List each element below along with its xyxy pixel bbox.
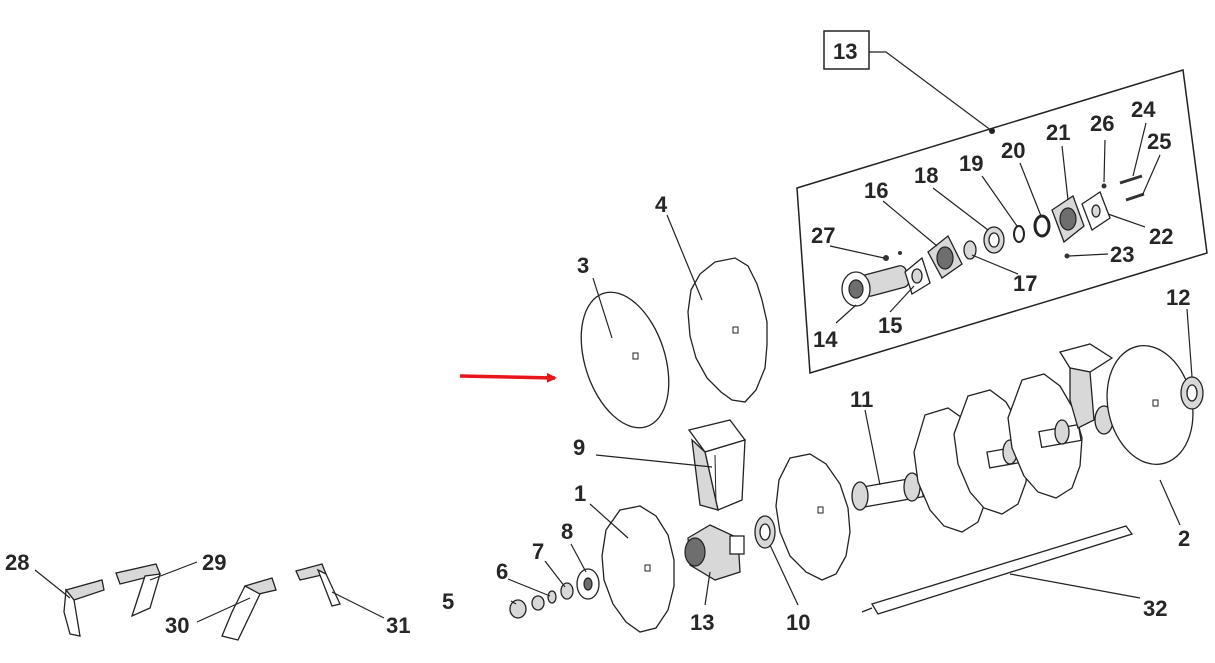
part-18-bearing <box>983 226 1005 254</box>
part-23-grease-nipple <box>1064 253 1070 259</box>
callout-10: 10 <box>786 610 810 635</box>
part-14-spindle <box>841 265 910 307</box>
callout-28: 28 <box>5 550 29 575</box>
callout-8: 8 <box>561 519 573 544</box>
part-7-nut <box>560 582 574 600</box>
callout-31: 31 <box>386 613 410 638</box>
part-29-scraper <box>115 563 161 618</box>
part-30-scraper <box>221 577 277 641</box>
part-19-circlip <box>1013 225 1025 243</box>
part-31-scraper <box>295 563 341 607</box>
part-4-notched-disc <box>687 257 768 403</box>
callout-32: 32 <box>1143 596 1167 621</box>
part-9-bracket <box>687 419 747 511</box>
disc-gang-assembly <box>775 343 1114 581</box>
callout-9: 9 <box>573 435 585 460</box>
part-6-nut <box>531 595 545 611</box>
part-3-plain-disc <box>580 291 670 429</box>
part-27-nut <box>883 251 902 261</box>
part-17-seal <box>963 240 977 260</box>
callout-12: 12 <box>1166 285 1190 310</box>
callout-30: 30 <box>165 613 189 638</box>
callout-13: 13 <box>690 610 714 635</box>
callout-1: 1 <box>574 481 586 506</box>
callout-5: 5 <box>442 589 454 614</box>
callout-25: 25 <box>1147 129 1171 154</box>
part-25-bolt <box>1125 192 1145 202</box>
part-5-nut <box>509 599 527 619</box>
callout-20: 20 <box>1001 138 1025 163</box>
part-20-ring <box>1033 214 1051 238</box>
callout-box-13 <box>823 30 870 70</box>
callout-27: 27 <box>811 223 835 248</box>
callout-17: 17 <box>1013 271 1037 296</box>
callout-26: 26 <box>1090 111 1114 136</box>
part-28-scraper <box>63 579 105 637</box>
callout-6: 6 <box>496 559 508 584</box>
part-6-washer <box>547 590 557 604</box>
callout-18: 18 <box>914 163 938 188</box>
callout-3: 3 <box>577 253 589 278</box>
part-13-bearing-unit <box>684 524 745 581</box>
callout-16: 16 <box>864 178 888 203</box>
part-26-nut <box>1101 183 1107 189</box>
callout-13-leader <box>869 51 993 132</box>
leader-lines <box>34 122 1193 623</box>
callout-23: 23 <box>1110 242 1134 267</box>
callout-21: 21 <box>1046 120 1070 145</box>
callout-13-box-label: 13 <box>833 39 857 64</box>
part-10-spool <box>754 515 776 549</box>
red-pointer-arrow <box>459 372 557 383</box>
callout-11: 11 <box>850 387 873 412</box>
part-22-cover-plate <box>1081 191 1111 231</box>
callout-4: 4 <box>655 192 668 217</box>
callout-15: 15 <box>878 313 902 338</box>
part-16-bearing-housing <box>927 234 963 279</box>
callout-19: 19 <box>959 151 983 176</box>
part-8-washer <box>576 568 600 600</box>
part-24-bolt <box>1119 174 1143 185</box>
callout-2: 2 <box>1178 526 1190 551</box>
callout-13-dot <box>989 128 995 134</box>
part-15-flange-plate <box>904 256 931 295</box>
callout-14: 14 <box>813 327 838 352</box>
callout-24: 24 <box>1131 97 1156 122</box>
callout-22: 22 <box>1149 224 1173 249</box>
part-1-notched-disc <box>601 505 675 633</box>
part-21-housing <box>1051 195 1085 244</box>
callout-7: 7 <box>532 539 544 564</box>
callout-labels: 1 2 3 4 5 6 7 8 9 10 11 12 13 13 14 15 1… <box>5 39 1190 638</box>
bearing-kit-panel <box>796 69 1208 374</box>
part-12-washer <box>1180 376 1204 410</box>
callout-29: 29 <box>202 550 226 575</box>
part-32-shaft <box>861 525 1134 615</box>
